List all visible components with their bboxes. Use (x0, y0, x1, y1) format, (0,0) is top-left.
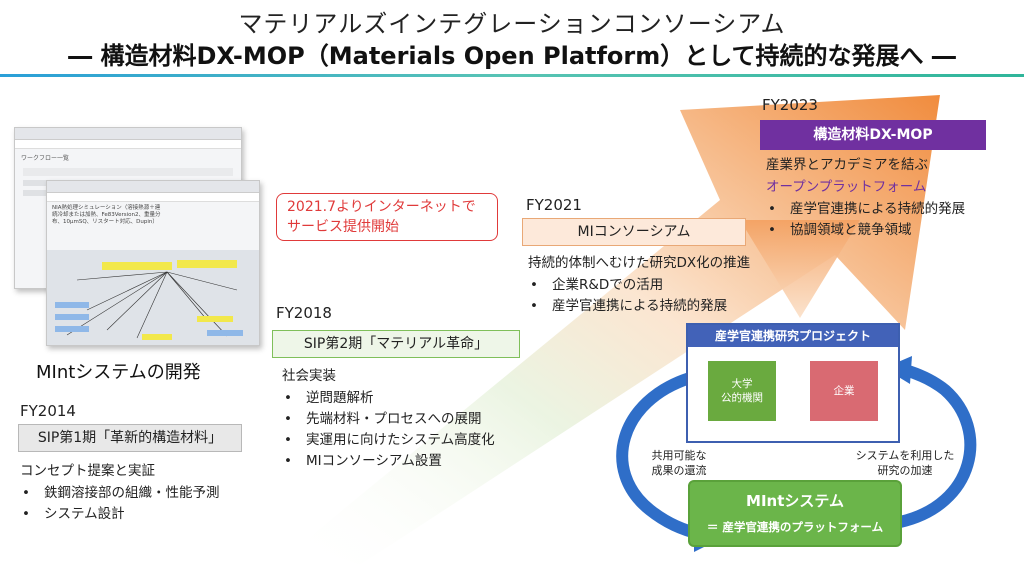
fy2023-item: 協調領域と競争領域 (766, 220, 1016, 241)
fy2014-details: コンセプト提案と実証 鉄鋼溶接部の組織・性能予測 システム設計 (20, 461, 280, 525)
fy2023-highlight: オープンプラットフォーム (766, 179, 927, 195)
fy2014-heading: コンセプト提案と実証 (20, 463, 155, 479)
workflow-graph (47, 250, 259, 345)
company-block: 企業 (810, 361, 878, 421)
service-launch-callout: 2021.7よりインターネットでサービス提供開始 (276, 193, 498, 241)
fy2018-year: FY2018 (276, 304, 332, 322)
university-block: 大学 公的機関 (708, 361, 776, 421)
title-divider (0, 74, 1024, 77)
fy2018-details: 社会実装 逆問題解析 先端材料・プロセスへの展開 実運用に向けたシステム高度化 … (282, 366, 542, 472)
fy2023-item: 産学官連携による持続的発展 (766, 199, 1016, 220)
left-flow-label: 共用可能な 成果の還流 (651, 449, 707, 477)
fy2023-year: FY2023 (762, 96, 818, 114)
fy2021-heading: 持続的体制へむけた研究DX化の推進 (528, 255, 751, 271)
fy2014-item: システム設計 (20, 504, 280, 525)
fy2021-year: FY2021 (526, 196, 582, 214)
mint-system-title: MIntシステム (746, 492, 844, 510)
fy2021-details: 持続的体制へむけた研究DX化の推進 企業R&Dでの活用 産学官連携による持続的発… (528, 253, 788, 317)
workflow-list-title: ワークフロー一覧 (21, 155, 70, 162)
fy2018-heading: 社会実装 (282, 368, 336, 384)
fy2018-item: 実運用に向けたシステム高度化 (282, 430, 542, 451)
fy2014-item: 鉄鋼溶接部の組織・性能予測 (20, 483, 280, 504)
workflow-editor-title: NIA熱処理シミュレーション（溶接熱源＋連続冷却または加熱、Fe83Versio… (52, 205, 161, 225)
fy2014-year: FY2014 (20, 402, 76, 420)
fy2018-program-box: SIP第2期「マテリアル革命」 (272, 330, 520, 358)
right-flow-label: システムを利用した 研究の加速 (855, 449, 955, 477)
title-line-2: ― 構造材料DX-MOP（Materials Open Platform）として… (68, 42, 956, 70)
joint-research-project: 産学官連携研究プロジェクト 大学 公的機関 企業 (686, 323, 900, 443)
fy2018-item: 先端材料・プロセスへの展開 (282, 409, 542, 430)
fy2014-program-box: SIP第1期「革新的構造材料」 (18, 424, 242, 452)
screenshot-workflow-editor: NIA熱処理シミュレーション（溶接熱源＋連続冷却または加熱、Fe83Versio… (46, 180, 260, 346)
project-title: 産学官連携研究プロジェクト (688, 325, 898, 347)
fy2023-program-box: 構造材料DX-MOP (760, 120, 986, 150)
fy2021-program-box: MIコンソーシアム (522, 218, 746, 246)
mint-system-subtitle: ＝ 産学官連携のプラットフォーム (706, 520, 884, 534)
mint-dev-caption: MIntシステムの開発 (36, 362, 201, 383)
title-line-1: マテリアルズインテグレーションコンソーシアム (238, 10, 786, 38)
fy2018-item: 逆問題解析 (282, 388, 542, 409)
mint-system-box: MIntシステム ＝ 産学官連携のプラットフォーム (688, 480, 902, 547)
fy2018-item: MIコンソーシアム設置 (282, 451, 542, 472)
fy2021-item: 産学官連携による持続的発展 (528, 296, 788, 317)
fy2023-details: 産業界とアカデミアを結ぶ オープンプラットフォーム 産学官連携による持続的発展 … (766, 155, 1016, 241)
fy2023-heading: 産業界とアカデミアを結ぶ (766, 157, 928, 173)
fy2021-item: 企業R&Dでの活用 (528, 275, 788, 296)
